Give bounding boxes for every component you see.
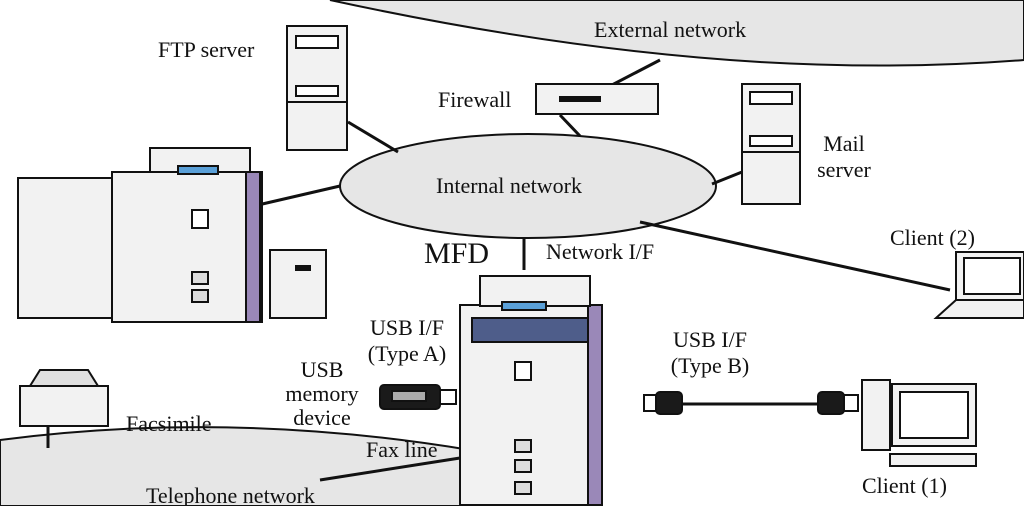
usb-cable-icon bbox=[643, 391, 859, 415]
external-network-cloud bbox=[329, 0, 1024, 67]
internal-network-label: Internal network bbox=[436, 173, 582, 198]
large-mfd-icon bbox=[17, 147, 327, 323]
client1-pc-icon bbox=[861, 379, 977, 467]
fax-line-label: Fax line bbox=[366, 437, 438, 462]
client2-label: Client (2) bbox=[890, 225, 975, 250]
usb-memory-label-line1: USB bbox=[300, 357, 344, 382]
connection-lines bbox=[46, 58, 951, 482]
usb-memory-label-line3: device bbox=[293, 405, 351, 430]
external-network-label: External network bbox=[594, 17, 747, 42]
client2-laptop-icon bbox=[933, 251, 1024, 319]
network-if-label: Network I/F bbox=[546, 239, 655, 264]
mail-server-label-line1: Mail bbox=[823, 131, 865, 156]
firewall-label: Firewall bbox=[438, 87, 512, 112]
firewall-icon bbox=[535, 83, 659, 115]
mfd-label: MFD bbox=[424, 237, 490, 270]
usb-if-type-b-label-line2: (Type B) bbox=[670, 353, 750, 378]
usb-if-type-a-label-line2: (Type A) bbox=[367, 341, 447, 366]
mail-server-label-line2: server bbox=[817, 157, 871, 182]
telephone-network-label: Telephone network bbox=[146, 483, 315, 506]
usb-memory-device-icon bbox=[379, 384, 457, 410]
ftp-server-label: FTP server bbox=[158, 37, 255, 62]
client1-label: Client (1) bbox=[862, 473, 947, 498]
ftp-server-icon bbox=[286, 25, 348, 151]
usb-memory-label-line2: memory bbox=[285, 381, 359, 406]
mail-server-icon bbox=[741, 83, 801, 205]
facsimile-icon bbox=[19, 369, 109, 427]
mfd-icon bbox=[459, 275, 603, 506]
facsimile-label: Facsimile bbox=[126, 411, 212, 436]
usb-if-type-b-label-line1: USB I/F bbox=[673, 327, 747, 352]
usb-if-type-a-label-line1: USB I/F bbox=[370, 315, 444, 340]
telephone-network-cloud bbox=[0, 426, 471, 506]
